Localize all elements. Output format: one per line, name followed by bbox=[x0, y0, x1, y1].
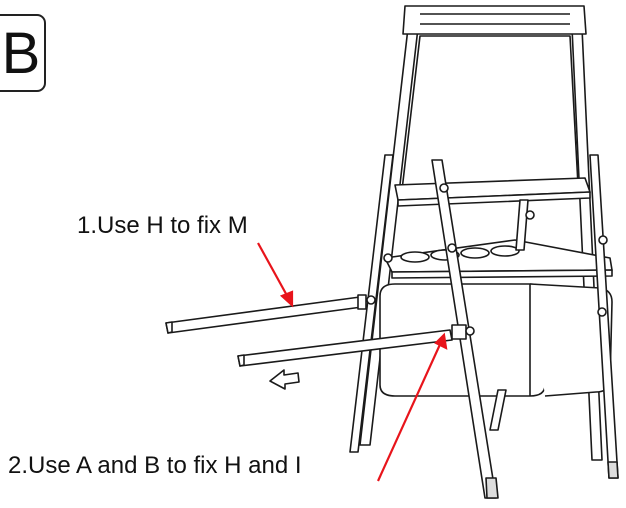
bar-M bbox=[166, 297, 362, 333]
cup-shelf bbox=[385, 240, 612, 278]
annotation-step-1: 1.Use H to fix M bbox=[77, 212, 248, 240]
annotation-step-2: 2.Use A and B to fix H and I bbox=[8, 452, 302, 480]
push-arrow bbox=[270, 370, 299, 389]
top-crossbar bbox=[403, 6, 586, 34]
drawing-board bbox=[402, 36, 578, 190]
